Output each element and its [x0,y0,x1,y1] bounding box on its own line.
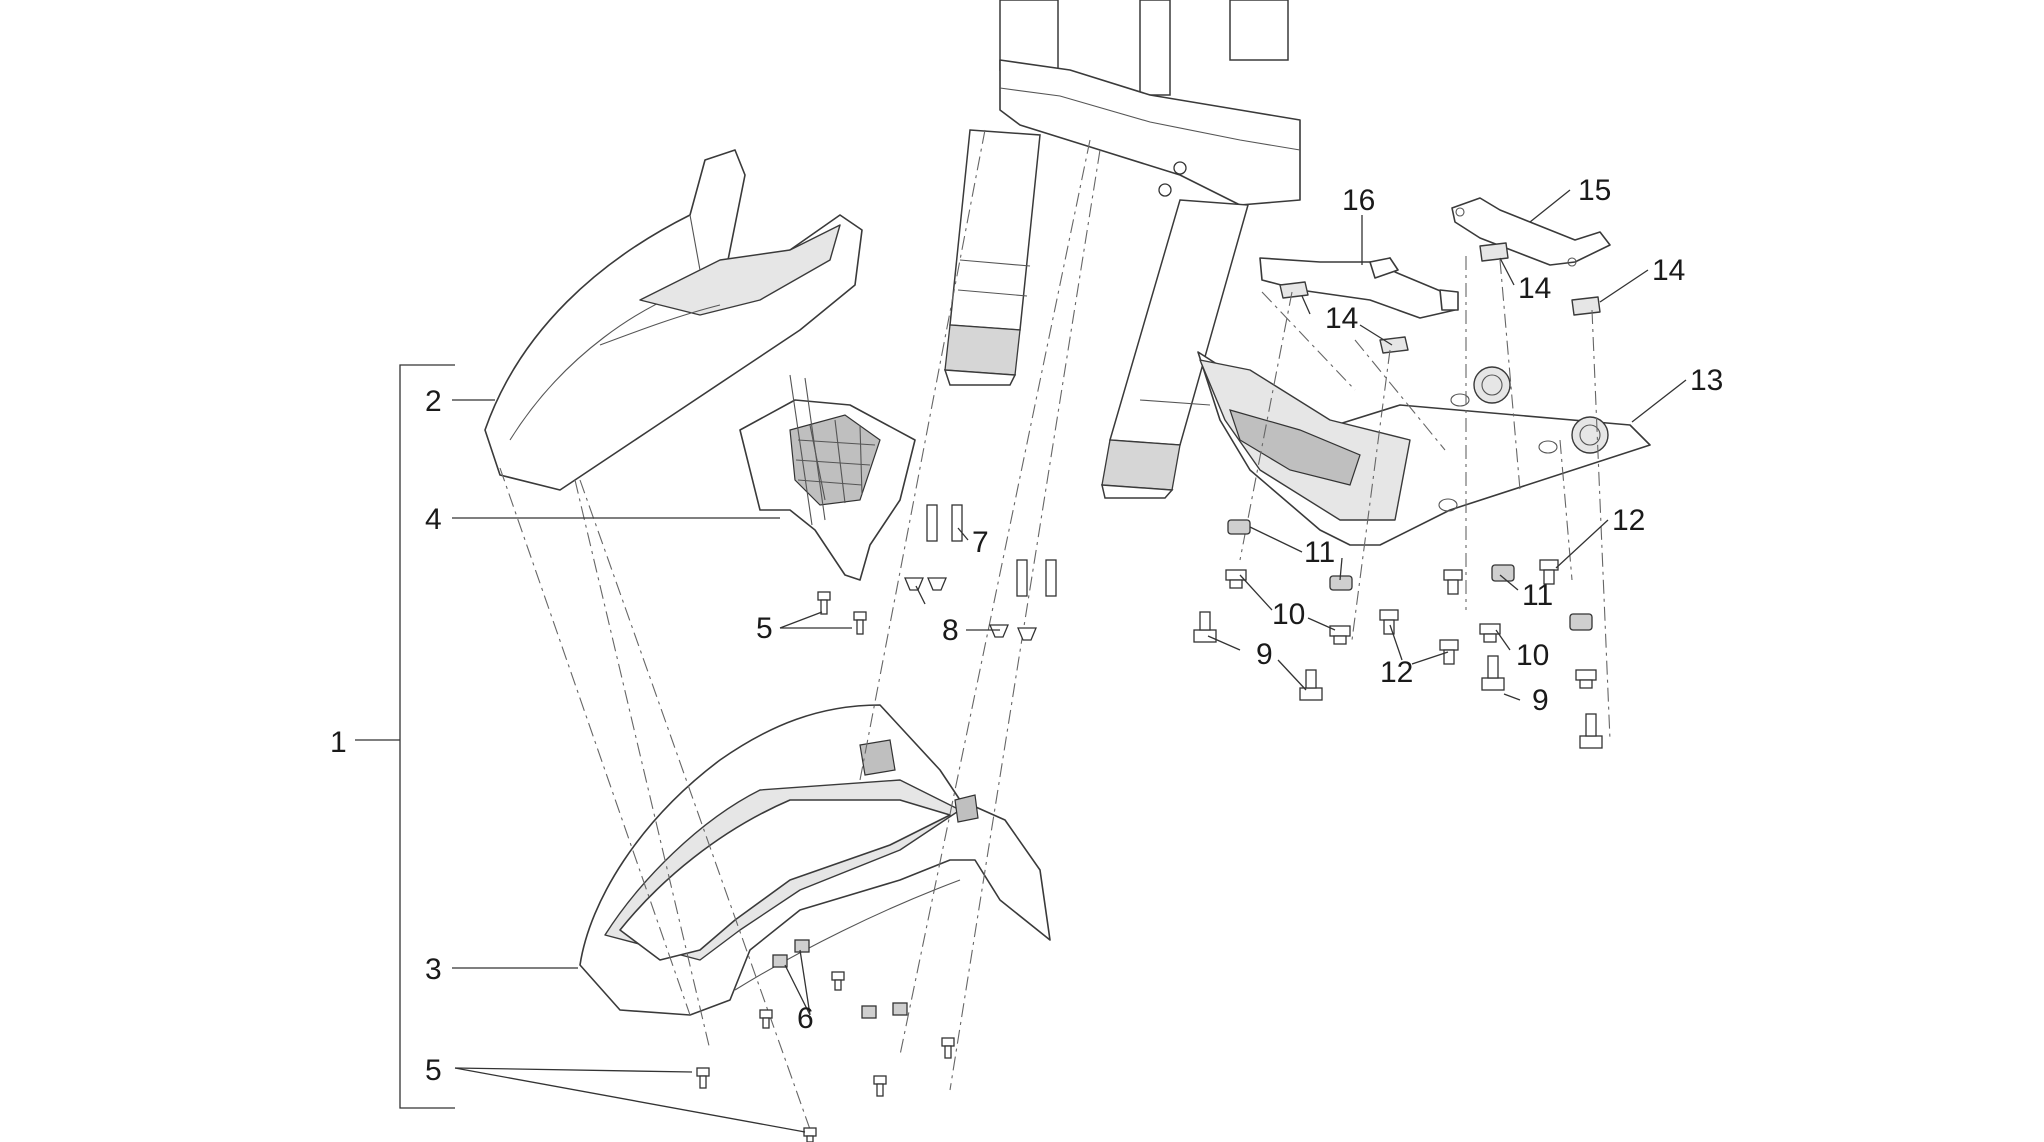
screw-6h [873,1075,887,1097]
screw-5b [853,611,867,635]
nut-8d [1017,627,1037,641]
nut-6f [892,1002,908,1016]
callout-14c: 14 [1652,254,1685,287]
screw-5a [817,591,831,615]
callout-2: 2 [425,385,442,418]
callout-4: 4 [425,503,442,536]
callout-15: 15 [1578,174,1611,207]
callout-10a: 10 [1272,598,1305,631]
callout-14b: 14 [1518,272,1551,305]
stud-7b [951,504,963,542]
callout-9b: 9 [1532,684,1549,717]
washer-10c [1479,623,1501,643]
callout-16: 16 [1342,184,1375,217]
skid-plate [1197,351,1651,546]
washer-10b [1329,625,1351,645]
grommet-11a [1227,519,1251,535]
front-mudguard [579,704,1051,1016]
screw-6g [941,1037,955,1059]
callout-13: 13 [1690,364,1723,397]
grommet-11d [1569,613,1593,631]
clip-nuts-14 [1279,242,1601,354]
bolt-12d [1539,559,1559,585]
leader-lines [452,189,1687,1133]
callout-6: 6 [797,1002,814,1035]
callout-1: 1 [330,726,347,759]
callout-12b: 12 [1612,504,1645,537]
stud-7a [926,504,938,542]
washer-10a [1225,569,1247,589]
upper-fender-beak [484,149,863,491]
screw-5c [696,1067,710,1089]
callout-9a: 9 [1256,638,1273,671]
bolt-9a [1193,611,1217,643]
nut-8b [927,577,947,591]
nut-6b [794,939,810,953]
mount-bracket-15 [1451,197,1611,267]
callout-10b: 10 [1516,639,1549,672]
nut-6d [759,1009,773,1029]
screw-5d [803,1127,817,1142]
assembly-axes [499,129,1611,1136]
callout-7: 7 [972,526,989,559]
front-fork [943,0,1301,499]
callout-3: 3 [425,953,442,986]
bolt-12c [1443,569,1463,595]
nut-6c [831,971,845,991]
nut-8a [904,577,924,591]
callout-8: 8 [942,614,959,647]
bolt-12a [1379,609,1399,635]
fasteners [696,504,1603,1142]
mount-bracket-16 [1259,257,1459,319]
assembly-bracket [355,364,455,1109]
callout-11a: 11 [1304,536,1335,569]
nut-8c [989,624,1009,638]
callout-5a: 5 [756,612,773,645]
callout-labels: 1 2 3 4 5 5 6 7 8 9 9 10 10 11 11 12 12 … [330,174,1723,1087]
grommet-11b [1329,575,1353,591]
stud-7d [1045,559,1057,597]
grommet-11c [1491,564,1515,582]
bolt-9b [1299,669,1323,701]
nut-6a [772,954,788,968]
callout-14a: 14 [1325,302,1358,335]
callout-5b: 5 [425,1054,442,1087]
callout-12a: 12 [1380,656,1413,689]
washer-10d [1575,669,1597,689]
bolt-12b [1439,639,1459,665]
stud-7c [1016,559,1028,597]
bolt-9d [1579,713,1603,749]
air-duct-grille [739,374,916,581]
bolt-9c [1481,655,1505,691]
nut-6e [861,1005,877,1019]
callout-11b: 11 [1522,579,1553,612]
